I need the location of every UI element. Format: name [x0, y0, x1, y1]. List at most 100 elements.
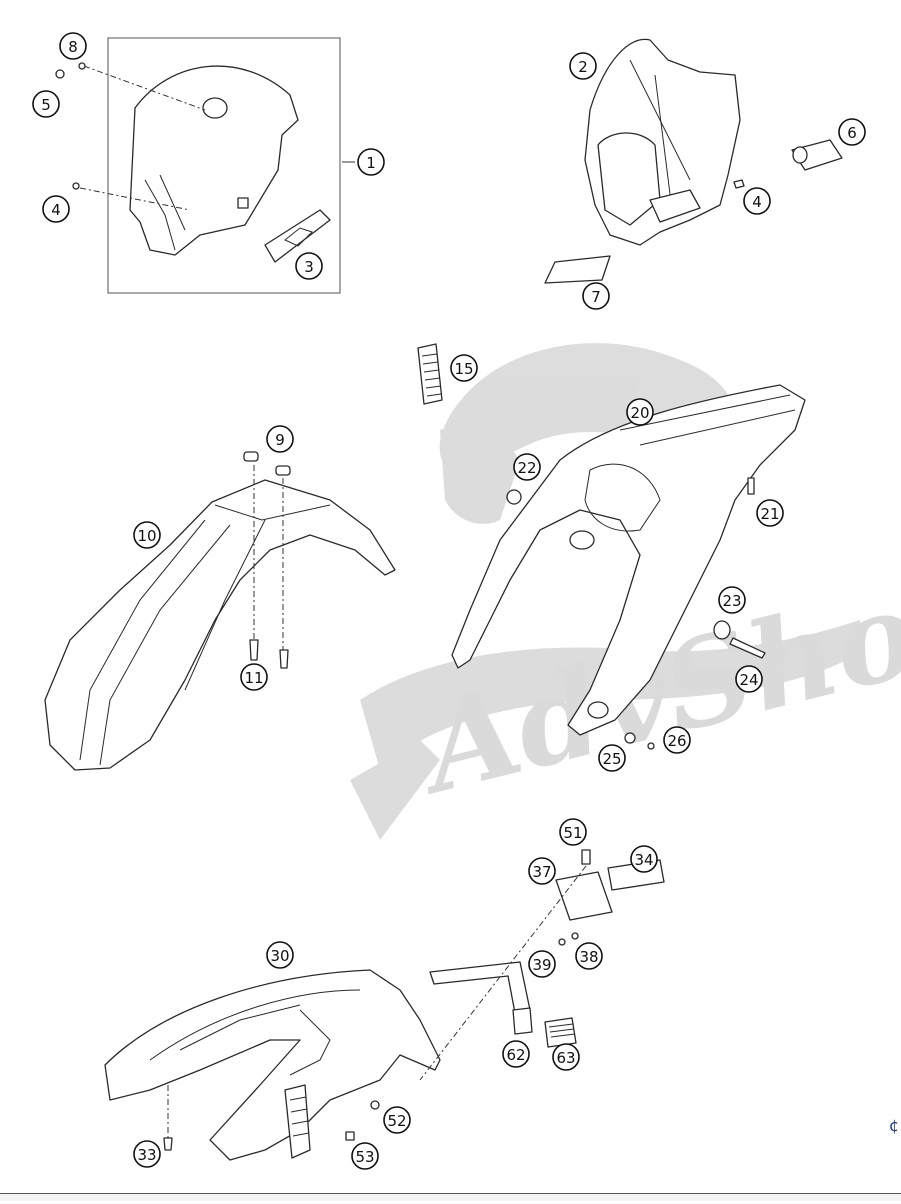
callout-c30: 30	[266, 941, 294, 969]
callout-number: 1	[366, 154, 376, 172]
callout-circle	[295, 252, 323, 280]
callout-c9: 9	[266, 425, 294, 453]
callout-number: 9	[275, 431, 285, 449]
callout-circle	[513, 453, 541, 481]
callout-number: 51	[563, 824, 582, 842]
callout-circle	[59, 32, 87, 60]
callout-c52: 52	[383, 1106, 411, 1134]
callout-circle	[575, 942, 603, 970]
callout-c11: 11	[240, 663, 268, 691]
callout-c10: 10	[133, 521, 161, 549]
callout-number: 2	[578, 58, 588, 76]
callout-number: 62	[506, 1046, 525, 1064]
callout-circle	[351, 1142, 379, 1170]
callout-c1: 1	[357, 148, 385, 176]
callout-c63: 63	[552, 1043, 580, 1071]
callout-number: 4	[752, 193, 762, 211]
part-group-subframe	[104, 849, 665, 1161]
part-group-rear-fender	[451, 384, 806, 750]
callout-c3: 3	[295, 252, 323, 280]
callout-number: 6	[847, 124, 857, 142]
callout-number: 20	[630, 404, 649, 422]
callout-circle	[240, 663, 268, 691]
callout-number: 11	[244, 669, 263, 687]
callout-circle	[756, 499, 784, 527]
callout-circle	[569, 52, 597, 80]
callout-c26: 26	[663, 726, 691, 754]
callout-c25: 25	[598, 744, 626, 772]
callout-number: 5	[41, 96, 51, 114]
callout-c5: 5	[32, 90, 60, 118]
callout-c23: 23	[718, 586, 746, 614]
callout-c4b: 4	[743, 187, 771, 215]
callout-circle	[528, 857, 556, 885]
callout-number: 23	[722, 592, 741, 610]
callout-number: 25	[602, 750, 621, 768]
callout-number: 38	[579, 948, 598, 966]
callout-number: 30	[270, 947, 289, 965]
callout-circle	[552, 1043, 580, 1071]
callout-number: 34	[634, 851, 653, 869]
callout-circle	[357, 148, 385, 176]
callout-circle	[743, 187, 771, 215]
callout-circle	[559, 818, 587, 846]
callout-number: 33	[137, 1146, 156, 1164]
callout-circle	[838, 118, 866, 146]
callout-number: 15	[454, 360, 473, 378]
callout-number: 53	[355, 1148, 374, 1166]
callout-number: 37	[532, 863, 551, 881]
callout-circle	[133, 1140, 161, 1168]
callout-circle	[383, 1106, 411, 1134]
callout-number: 22	[517, 459, 536, 477]
callout-c34: 34	[630, 845, 658, 873]
callout-number: 63	[556, 1049, 575, 1067]
callout-circle	[528, 950, 556, 978]
callout-number: 10	[137, 527, 156, 545]
callout-c39: 39	[528, 950, 556, 978]
callout-c62: 62	[502, 1040, 530, 1068]
callout-circle	[133, 521, 161, 549]
part-group-front-fender	[44, 451, 396, 771]
callout-circle	[266, 941, 294, 969]
callout-circle	[42, 195, 70, 223]
callout-circle	[32, 90, 60, 118]
part-15-grille	[417, 343, 443, 405]
corner-mark: ¢	[888, 1116, 899, 1135]
part-group-headlight-mask	[55, 37, 355, 294]
callout-number: 8	[68, 38, 78, 56]
callout-number: 24	[739, 671, 758, 689]
callout-circle	[450, 354, 478, 382]
callout-circle	[598, 744, 626, 772]
callout-c7: 7	[582, 282, 610, 310]
callout-circle	[582, 282, 610, 310]
callout-c33: 33	[133, 1140, 161, 1168]
callout-c15: 15	[450, 354, 478, 382]
callout-c2: 2	[569, 52, 597, 80]
callout-circle	[266, 425, 294, 453]
callout-c53: 53	[351, 1142, 379, 1170]
callout-c37: 37	[528, 857, 556, 885]
callout-c38: 38	[575, 942, 603, 970]
callout-number: 7	[591, 288, 601, 306]
callout-circle	[735, 665, 763, 693]
callout-c6: 6	[838, 118, 866, 146]
callout-c22: 22	[513, 453, 541, 481]
callout-c8: 8	[59, 32, 87, 60]
callout-number: 52	[387, 1112, 406, 1130]
callout-number: 26	[667, 732, 686, 750]
callout-c21: 21	[756, 499, 784, 527]
watermark: AdvShop	[350, 343, 901, 840]
callout-circle	[626, 398, 654, 426]
callout-c51: 51	[559, 818, 587, 846]
callout-c20: 20	[626, 398, 654, 426]
page-footer-bar	[0, 1193, 901, 1201]
callout-c24: 24	[735, 665, 763, 693]
part-group-headlight-mask-2	[544, 38, 843, 284]
callout-number: 39	[532, 956, 551, 974]
callout-circle	[663, 726, 691, 754]
callout-circle	[630, 845, 658, 873]
callout-number: 4	[51, 201, 61, 219]
